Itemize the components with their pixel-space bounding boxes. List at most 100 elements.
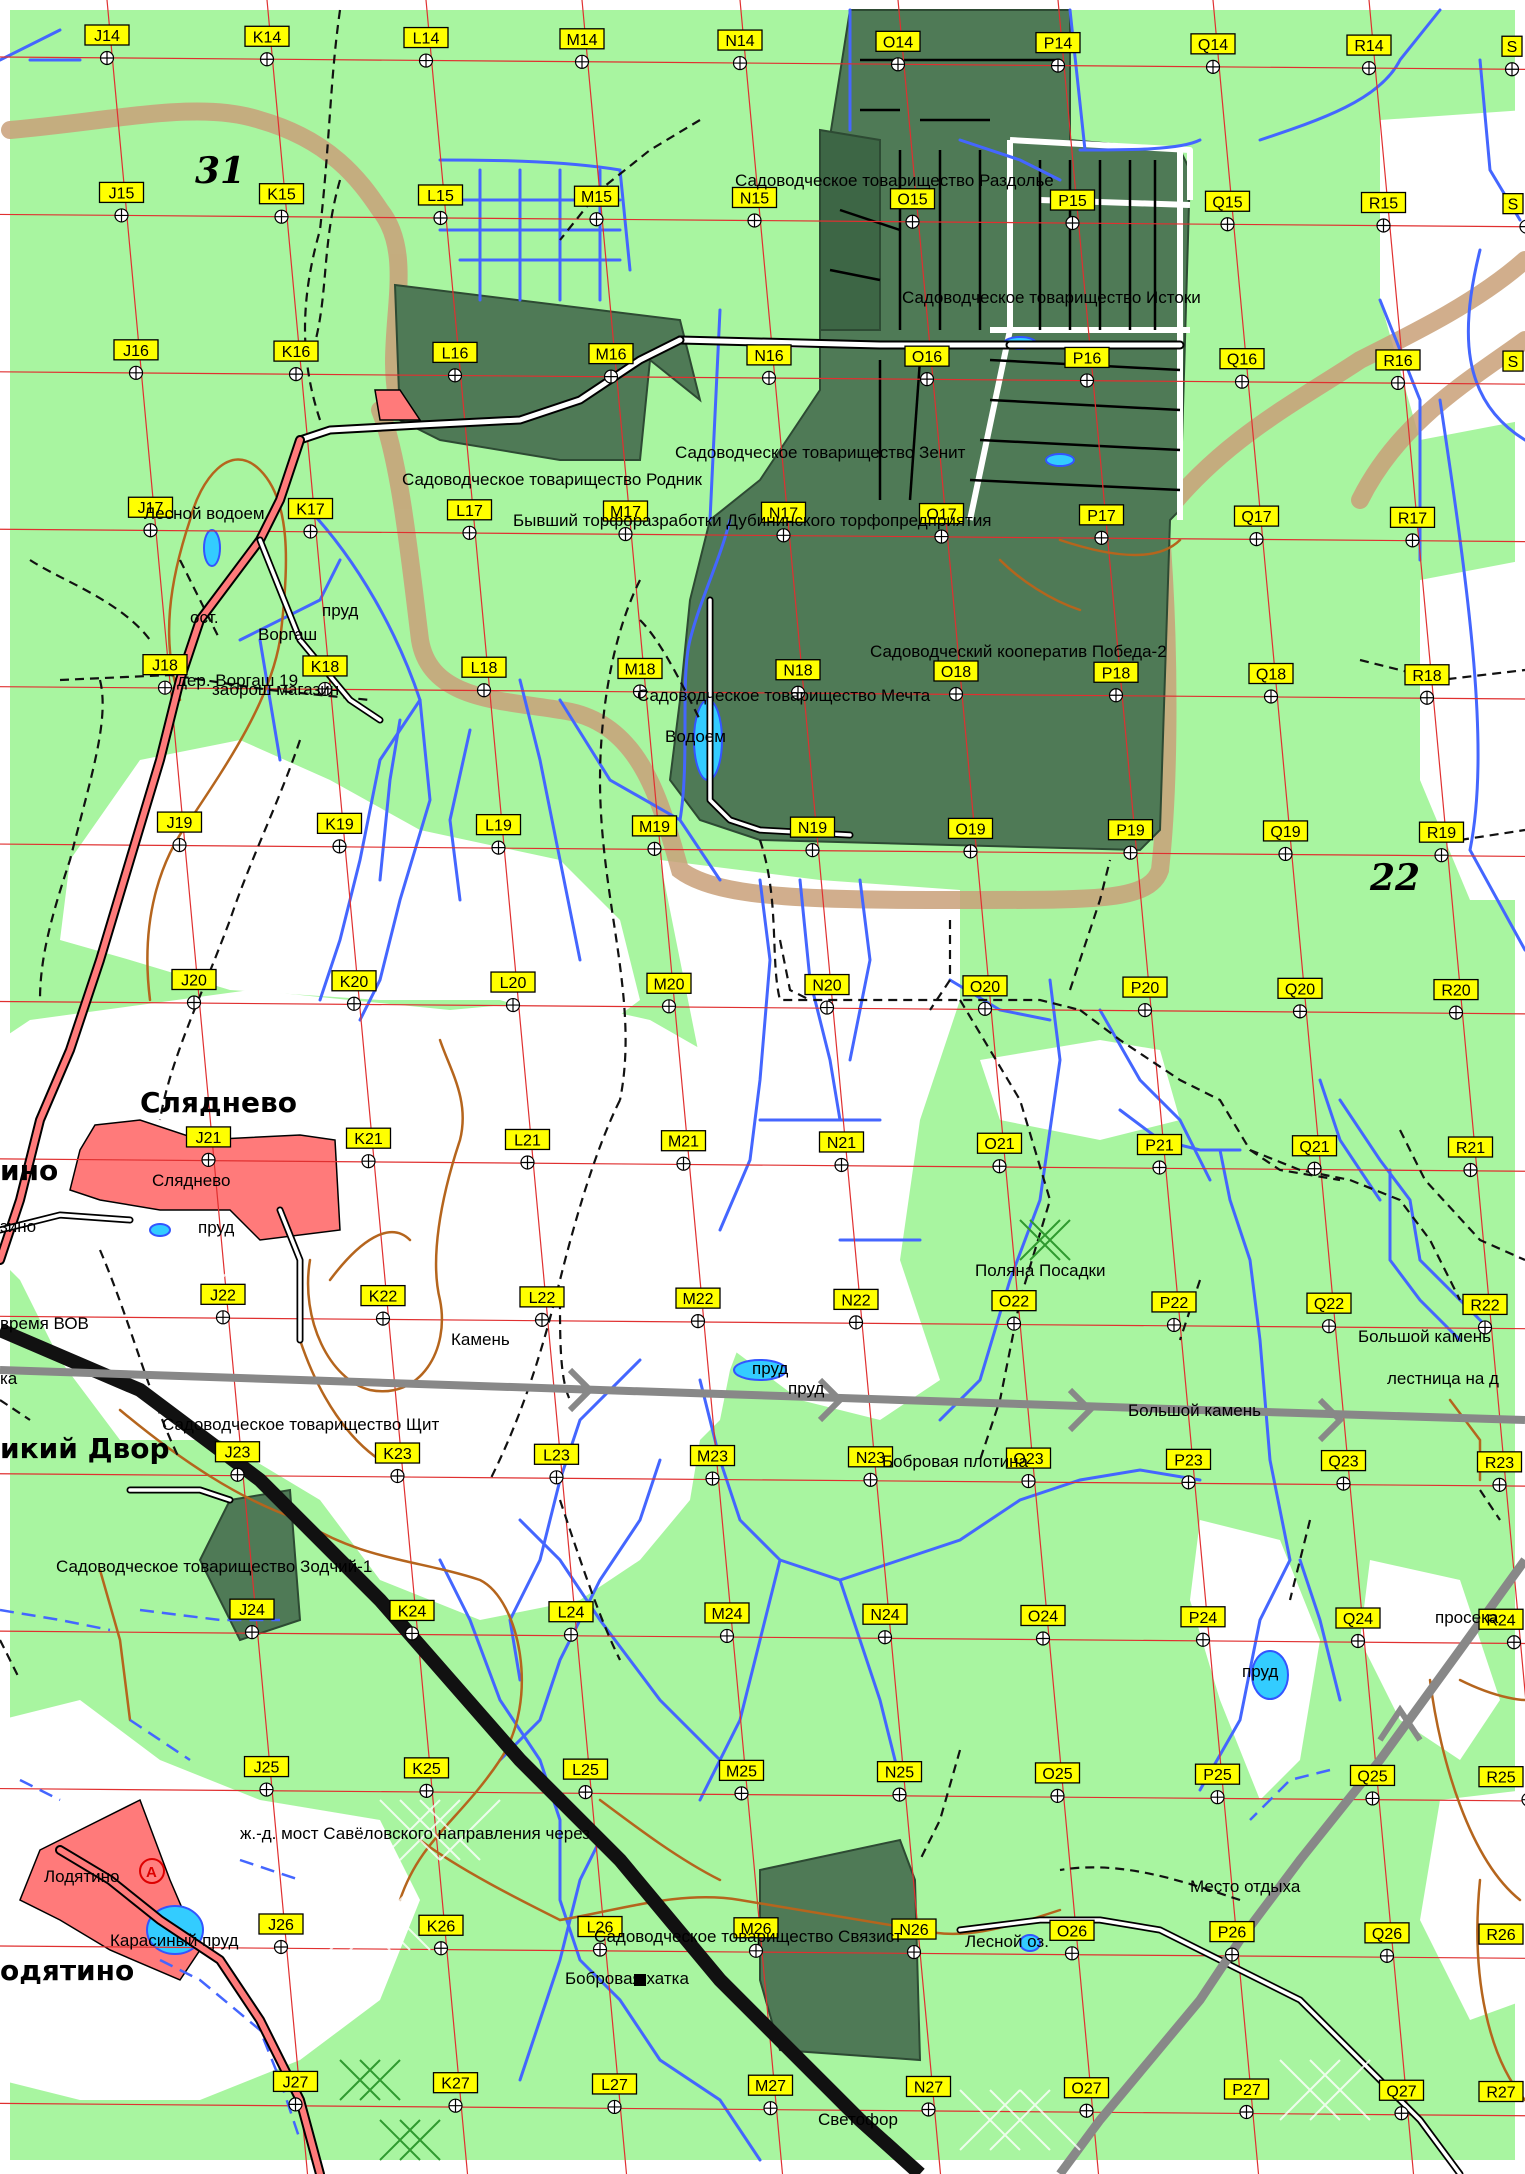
checkpoint-crosshair (1377, 219, 1390, 233)
checkpoint-label-text: K15 (267, 187, 296, 204)
checkpoint-label-text: Q21 (1299, 1139, 1329, 1156)
checkpoint-label-box (1063, 2077, 1110, 2099)
checkpoint-label-text: M27 (755, 2078, 786, 2095)
checkpoint-r24: R24 (1478, 1608, 1524, 1650)
checkpoint-j19: J19 (156, 811, 203, 853)
checkpoint-label-text: N14 (725, 33, 754, 50)
checkpoint-k17: K17 (287, 497, 334, 539)
checkpoint-label-text: J26 (268, 1917, 294, 1934)
checkpoint-label-box (1165, 1448, 1212, 1471)
checkpoint-q27: Q27 (1378, 2079, 1425, 2121)
label-rodnik: Садоводческое товарищество Родник (402, 470, 703, 489)
checkpoint-crosshair (1279, 847, 1292, 861)
wide-clearing (1, 102, 1525, 909)
checkpoint-r18: R18 (1404, 664, 1450, 705)
checkpoint-p17: P17 (1078, 504, 1125, 545)
checkpoint-label-text: L16 (442, 345, 469, 362)
checkpoint-label-box (1151, 1291, 1197, 1313)
checkpoint-crosshair (593, 1943, 607, 1957)
checkpoint-crosshair (1109, 688, 1123, 702)
checkpoint-p25: P25 (1194, 1763, 1241, 1805)
label-prud-4: пруд (788, 1379, 824, 1398)
checkpoint-label-text: O14 (883, 34, 913, 51)
checkpoint-q21: Q21 (1291, 1135, 1338, 1176)
checkpoint-l17: L17 (446, 499, 493, 540)
checkpoint-label-box (142, 654, 188, 676)
checkpoint-label-text: L27 (601, 2077, 628, 2094)
checkpoint-crosshair (1478, 1320, 1492, 1334)
checkpoint-label-box (933, 660, 979, 682)
label-lodyatino-small: Лодятино (44, 1867, 120, 1886)
checkpoint-k20: K20 (331, 970, 377, 1011)
checkpoint-label-box (1375, 349, 1421, 371)
checkpoint-q24: Q24 (1335, 1607, 1381, 1649)
checkpoint-crosshair (748, 213, 761, 227)
checkpoint-label-box (1389, 506, 1436, 528)
square-number-31: 31 (195, 150, 245, 192)
checkpoint-n27: N27 (905, 2075, 952, 2117)
checkpoint-m22: M22 (675, 1287, 721, 1329)
checkpoint-label-text: R26 (1486, 1927, 1515, 1944)
checkpoint-crosshair (1124, 846, 1137, 860)
checkpoint-crosshair (764, 2101, 777, 2115)
settlement-name-dvor: икий Двор (0, 1432, 170, 1465)
checkpoint-crosshair (275, 210, 288, 224)
checkpoint-label-box (905, 2075, 952, 2098)
checkpoint-crosshair (1395, 2106, 1408, 2120)
checkpoint-label-text: K24 (398, 1603, 427, 1620)
grid-line-col-k (266, 0, 469, 2174)
checkpoint-crosshair (604, 370, 618, 384)
checkpoint-label-text: P20 (1131, 980, 1160, 997)
checkpoint-crosshair (1022, 1474, 1035, 1488)
special-symbols: A (139, 1858, 646, 1986)
checkpoint-p19: P19 (1107, 819, 1154, 860)
checkpoint-label-text: J21 (196, 1130, 222, 1147)
checkpoint-q18: Q18 (1248, 662, 1294, 704)
checkpoint-l25: L25 (562, 1758, 609, 1800)
label-ost: ост. (190, 608, 219, 627)
checkpoint-label-text: K17 (296, 502, 325, 519)
checkpoint-o15: O15 (889, 188, 936, 229)
checkpoint-label-text: Q18 (1256, 667, 1286, 684)
checkpoint-label-box (113, 339, 159, 361)
checkpoint-j24: J24 (229, 1598, 275, 1640)
checkpoint-r23: R23 (1476, 1451, 1523, 1492)
checkpoint-label-box (214, 1441, 261, 1463)
label-slyadnevo-small: Сляднево (152, 1171, 230, 1190)
checkpoint-label-box (718, 1759, 765, 1782)
checkpoint-label-text: Q22 (1314, 1296, 1344, 1313)
checkpoint-crosshair (608, 2100, 621, 2114)
checkpoint-label-box (243, 1755, 290, 1778)
checkpoint-label-text: S (1508, 354, 1519, 371)
checkpoint-n17: N17 (760, 501, 807, 543)
checkpoint-j18: J18 (142, 654, 188, 695)
checkpoint-label-text: K22 (369, 1289, 398, 1306)
checkpoint-label-box (875, 30, 921, 52)
label-shchit: Садоводческое товарищество Щит (162, 1415, 439, 1434)
checkpoint-n16: N16 (746, 344, 792, 385)
checkpoint-label-box (577, 1915, 623, 1938)
checkpoint-label-box (171, 968, 217, 991)
checkpoint-j17: J17 (127, 496, 174, 538)
checkpoint-o14: O14 (875, 30, 921, 72)
checkpoint-k23: K23 (374, 1442, 421, 1484)
checkpoint-label-box (533, 1443, 580, 1465)
checkpoint-p26: P26 (1209, 1920, 1255, 1962)
checkpoint-k16: K16 (273, 340, 319, 382)
checkpoint-label-text: J23 (225, 1445, 251, 1462)
label-karasiny-prud: Карасиный пруд (110, 1931, 238, 1950)
checkpoint-m19: M19 (631, 815, 678, 856)
checkpoint-crosshair (521, 1155, 534, 1169)
checkpoint-crosshair (420, 1784, 433, 1798)
label-polyana-posadki: Поляна Посадки (975, 1261, 1105, 1280)
checkpoint-crosshair (906, 215, 919, 229)
power-line-arrows (567, 1367, 1423, 1742)
checkpoint-crosshair (1507, 1635, 1521, 1649)
checkpoint-label-box (1462, 1293, 1508, 1316)
checkpoint-crosshair (1505, 62, 1519, 76)
checkpoint-label-text: P26 (1218, 1925, 1247, 1942)
checkpoint-crosshair (492, 841, 505, 855)
checkpoint-crosshair (448, 368, 462, 382)
checkpoint-label-text: Q19 (1270, 824, 1300, 841)
checkpoint-label-text: K16 (282, 344, 311, 361)
